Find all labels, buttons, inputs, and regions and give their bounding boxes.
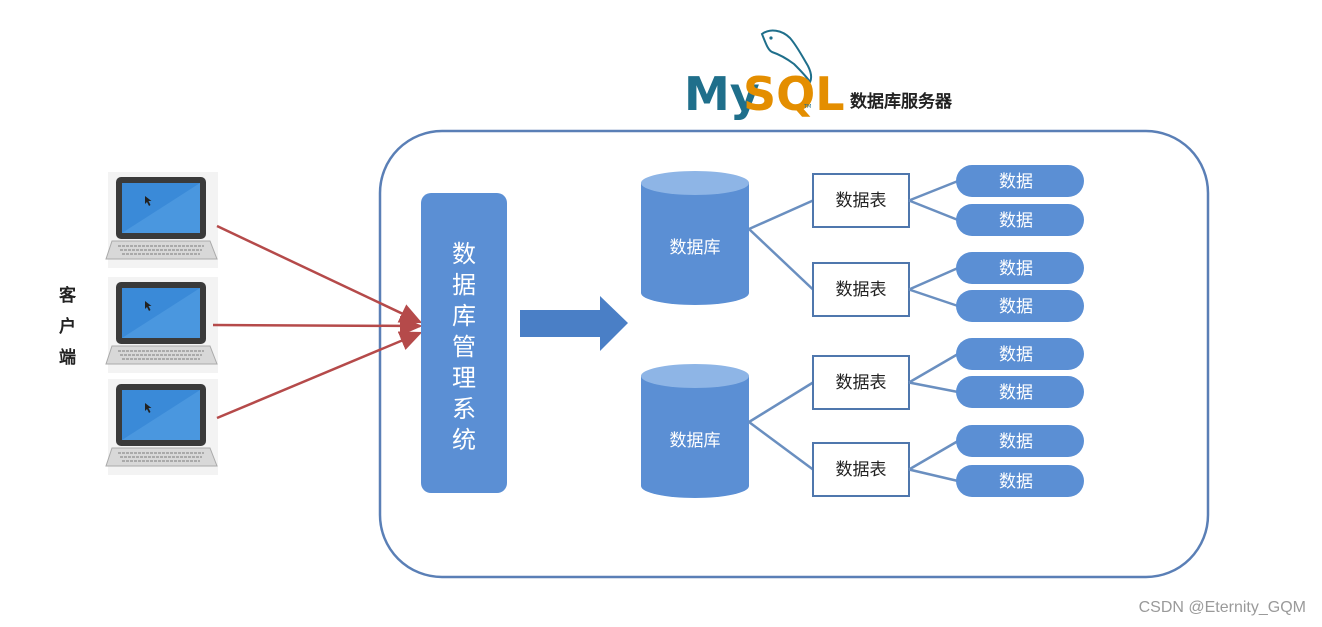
dbms-char: 理 <box>452 364 476 392</box>
data-pill: 数据 <box>956 204 1084 236</box>
table-label: 数据表 <box>836 460 887 480</box>
table-box: 数据表 <box>812 173 910 228</box>
table-box: 数据表 <box>812 355 910 410</box>
laptop-icon <box>105 277 218 373</box>
dbms-char: 库 <box>452 302 476 330</box>
watermark: CSDN @Eternity_GQM <box>1138 599 1306 616</box>
table-data-connector <box>908 266 959 291</box>
data-pill: 数据 <box>956 165 1084 197</box>
data-label: 数据 <box>999 297 1033 317</box>
dolphin-icon <box>760 29 813 84</box>
dbms-char: 统 <box>452 426 476 454</box>
table-data-connector <box>908 468 959 483</box>
logo-tm: TM <box>803 104 811 110</box>
dbms-char: 系 <box>452 395 476 423</box>
data-pill: 数据 <box>956 465 1084 497</box>
db-table-connector <box>748 228 814 291</box>
table-box: 数据表 <box>812 442 910 497</box>
client-connection-arrow <box>216 331 423 420</box>
data-pill: 数据 <box>956 338 1084 370</box>
table-label: 数据表 <box>836 280 887 300</box>
database-cylinder: 数据库 <box>641 364 749 498</box>
db-table-connector <box>748 199 814 231</box>
table-box: 数据表 <box>812 262 910 317</box>
data-label: 数据 <box>999 172 1033 192</box>
data-label: 数据 <box>999 432 1033 452</box>
client-connection-arrow <box>216 224 423 324</box>
database-cylinder: 数据库 <box>641 171 749 305</box>
table-data-connector <box>908 199 959 222</box>
laptop-icon <box>105 379 218 475</box>
table-data-connector <box>908 179 959 202</box>
server-label: 数据库服务器 <box>850 91 953 112</box>
dbms-block <box>421 193 507 493</box>
svg-text:客: 客 <box>58 285 77 306</box>
svg-text:户: 户 <box>59 316 76 337</box>
client-label: 客 户 端 <box>58 285 77 368</box>
dbms-char: 据 <box>452 271 476 299</box>
data-label: 数据 <box>999 472 1033 492</box>
db-table-connector <box>748 381 814 424</box>
client-connection-arrow <box>212 315 423 336</box>
data-pill: 数据 <box>956 376 1084 408</box>
table-data-connector <box>908 352 959 384</box>
flow-arrow <box>520 296 628 351</box>
table-label: 数据表 <box>836 373 887 393</box>
mysql-logo: My SQL TM <box>684 29 845 121</box>
db-table-connector <box>748 420 814 471</box>
data-label: 数据 <box>999 345 1033 365</box>
table-data-connector <box>908 288 959 308</box>
dbms-char: 管 <box>452 333 476 361</box>
data-pill: 数据 <box>956 290 1084 322</box>
table-label: 数据表 <box>836 191 887 211</box>
database-server-container <box>378 129 1210 579</box>
database-label: 数据库 <box>670 431 721 451</box>
data-label: 数据 <box>999 259 1033 279</box>
table-data-connector <box>908 439 959 471</box>
logo-text-my: My <box>684 67 760 121</box>
svg-text:端: 端 <box>59 347 76 368</box>
data-label: 数据 <box>999 383 1033 403</box>
database-label: 数据库 <box>670 238 721 258</box>
laptop-icon <box>105 172 218 268</box>
logo-text-sql: SQL <box>743 67 845 121</box>
data-pill: 数据 <box>956 425 1084 457</box>
dbms-char: 数 <box>452 240 476 268</box>
table-data-connector <box>908 381 959 394</box>
client-laptops <box>105 172 218 475</box>
data-pill: 数据 <box>956 252 1084 284</box>
data-label: 数据 <box>999 211 1033 231</box>
